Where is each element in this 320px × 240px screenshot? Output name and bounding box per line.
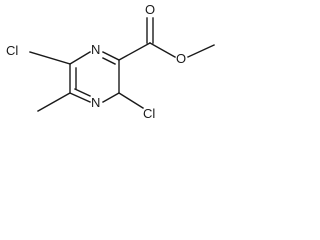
bond-n4-c5-inner [74,88,91,97]
bond-n1-c2-inner [102,57,116,65]
atom-chlorine-right: Cl [143,106,155,121]
atom-oxygen-carbonyl: O [145,2,155,17]
bond-n4-c5 [69,92,91,103]
bond-c5-methyl [37,92,71,112]
bond-c2-carbonyl-c [118,42,151,61]
atom-nitrogen-bottom: N [91,95,100,110]
bond-c-o-ester [149,42,176,58]
bond-n1-c2 [102,51,120,61]
bond-c3-cl [118,92,144,109]
bond-c6-cl [29,51,71,65]
atom-nitrogen-top: N [91,42,100,57]
atom-oxygen-ester: O [176,51,186,66]
bond-o-methyl [187,44,215,58]
bond-c3-n4 [102,92,120,103]
atom-chlorine-left: Cl [6,43,18,58]
bond-c6-n1 [69,51,91,65]
structure-diagram: Cl N N Cl O O [6,2,215,121]
